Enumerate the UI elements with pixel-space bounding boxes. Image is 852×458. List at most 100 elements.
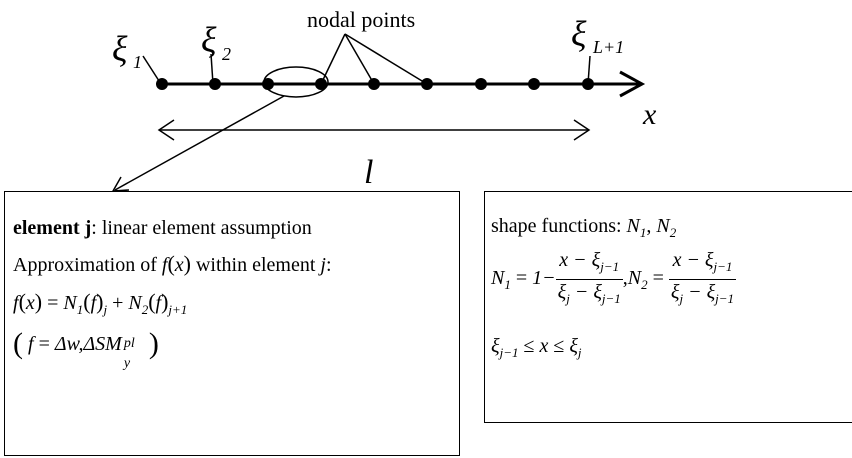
element-ellipse bbox=[263, 66, 329, 98]
def-f: f bbox=[28, 333, 34, 355]
dom-xi2-sub: j bbox=[577, 345, 582, 360]
x-axis-arrowhead bbox=[619, 70, 646, 98]
eq-sub-j: j bbox=[103, 302, 108, 317]
se-N2: N bbox=[627, 267, 642, 290]
se-frac1-den-xi: ξ bbox=[557, 281, 567, 303]
approximation-line: Approximation of f(x) within element j: bbox=[13, 252, 332, 277]
se-frac2-den-xi: ξ bbox=[670, 281, 680, 303]
x-axis-label: x bbox=[642, 98, 657, 131]
dom-xi1: ξ bbox=[491, 335, 500, 357]
se-frac2-den-sub: j−1 bbox=[715, 291, 735, 306]
se-comma: , bbox=[622, 267, 628, 290]
xi-1-symbol: ξ bbox=[112, 29, 128, 69]
paren-close: ) bbox=[183, 251, 191, 276]
paren-open: ( bbox=[167, 251, 175, 276]
def-dsm: ΔSM bbox=[83, 333, 122, 355]
se-frac2-den-sub-j: j bbox=[679, 291, 684, 306]
element-title-bold: element j bbox=[13, 217, 92, 239]
se-frac1-num: x − ξ bbox=[559, 249, 601, 271]
approx-f: f bbox=[161, 254, 168, 276]
eq-N1: N bbox=[63, 292, 77, 314]
nodal-diagram: x nodal points ξ 1 ξ 2 ξ L+1 l bbox=[111, 7, 657, 192]
xi-L1-pointer bbox=[587, 55, 591, 85]
eq-f: f bbox=[13, 292, 19, 314]
nodal-points-label: nodal points bbox=[307, 7, 415, 32]
def-sub-y: y bbox=[123, 356, 131, 371]
eq-f1: f bbox=[90, 292, 97, 314]
approx-x: x bbox=[174, 254, 184, 276]
nodal-pointer-2 bbox=[344, 33, 375, 85]
dom-le1: ≤ bbox=[523, 335, 535, 357]
eq-p1-open: ( bbox=[83, 289, 91, 314]
eq-paren-close: ) bbox=[34, 289, 43, 314]
sh-N2-sub: 2 bbox=[669, 225, 677, 240]
eq-p2-close: ) bbox=[161, 289, 169, 314]
dom-xi2: ξ bbox=[569, 335, 578, 357]
eq-x: x bbox=[25, 292, 35, 314]
shape-header-line: shape functions: N1, N2 bbox=[491, 214, 676, 245]
dom-le2: ≤ bbox=[553, 335, 565, 357]
se-one-minus: 1− bbox=[532, 267, 556, 290]
approx-colon: : bbox=[325, 254, 332, 276]
nodal-pointer-1 bbox=[320, 33, 346, 85]
eq-sub-j1: j+1 bbox=[168, 302, 188, 317]
se-frac1-num-sub: j−1 bbox=[600, 259, 620, 274]
se-frac1-den-sub: j−1 bbox=[601, 291, 621, 306]
nodal-points-group bbox=[156, 78, 594, 90]
eq-f2: f bbox=[155, 292, 162, 314]
nodal-point bbox=[475, 78, 487, 90]
approx-prefix: Approximation of bbox=[13, 254, 157, 276]
f-equation-line: f(x) = N1(f)j + N2(f)j+1 bbox=[13, 290, 187, 322]
xi-1-subscript: 1 bbox=[133, 52, 142, 72]
shape-header: shape functions: bbox=[491, 215, 622, 237]
se-frac2-num-sub: j−1 bbox=[713, 259, 733, 274]
eq-plus: + bbox=[112, 292, 124, 314]
se-N2-sub: 2 bbox=[641, 277, 648, 293]
approx-post: within element bbox=[195, 254, 316, 276]
length-arrow-right-head bbox=[573, 119, 591, 141]
xi-L1-symbol: ξ bbox=[571, 14, 587, 54]
eq-paren-open: ( bbox=[18, 289, 26, 314]
eq-equals: = bbox=[47, 292, 59, 314]
sh-N1: N bbox=[626, 215, 640, 237]
sh-N2: N bbox=[656, 215, 670, 237]
element-j-box: element j: linear element assumption App… bbox=[4, 191, 460, 456]
approx-j: j bbox=[320, 254, 326, 276]
xi-2-symbol: ξ bbox=[201, 20, 217, 60]
xi-2-pointer bbox=[210, 53, 214, 85]
se-frac2-num: x − ξ bbox=[672, 249, 714, 271]
eq-N1-sub: 1 bbox=[76, 302, 84, 317]
nodal-point bbox=[528, 78, 540, 90]
def-paren-close: ) bbox=[148, 327, 159, 360]
sh-comma: , bbox=[646, 215, 652, 237]
element-title-rest: : linear element assumption bbox=[91, 217, 312, 239]
def-equals: = bbox=[38, 333, 50, 355]
eq-N2-sub: 2 bbox=[141, 302, 149, 317]
nodal-pointer-3 bbox=[344, 33, 428, 85]
se-frac1-den-sub-j: j bbox=[566, 291, 570, 306]
eq-N2: N bbox=[128, 292, 142, 314]
se-frac1-den-minus: − ξ bbox=[574, 281, 602, 303]
se-N1: N bbox=[491, 267, 505, 290]
element-title-line: element j: linear element assumption bbox=[13, 216, 312, 240]
domain-line: ξj−1 ≤ x ≤ ξj bbox=[491, 334, 582, 365]
eq-p2-open: ( bbox=[148, 289, 156, 314]
def-dw: Δw, bbox=[54, 333, 84, 355]
sh-N1-sub: 1 bbox=[639, 225, 647, 240]
eq-p1-close: ) bbox=[96, 289, 104, 314]
length-arrow-left-head bbox=[157, 119, 175, 141]
element-pointer-line bbox=[114, 95, 285, 191]
length-label: l bbox=[364, 154, 373, 191]
se-eq2: = bbox=[652, 267, 664, 290]
se-N1-sub: 1 bbox=[504, 277, 511, 293]
se-frac2-den-minus: − ξ bbox=[688, 281, 716, 303]
xi-1-pointer bbox=[142, 55, 162, 85]
dom-x: x bbox=[539, 335, 549, 357]
xi-L1-subscript: L+1 bbox=[592, 37, 624, 57]
se-eq1: = bbox=[515, 267, 528, 290]
def-sup-pl: pl bbox=[123, 336, 135, 351]
